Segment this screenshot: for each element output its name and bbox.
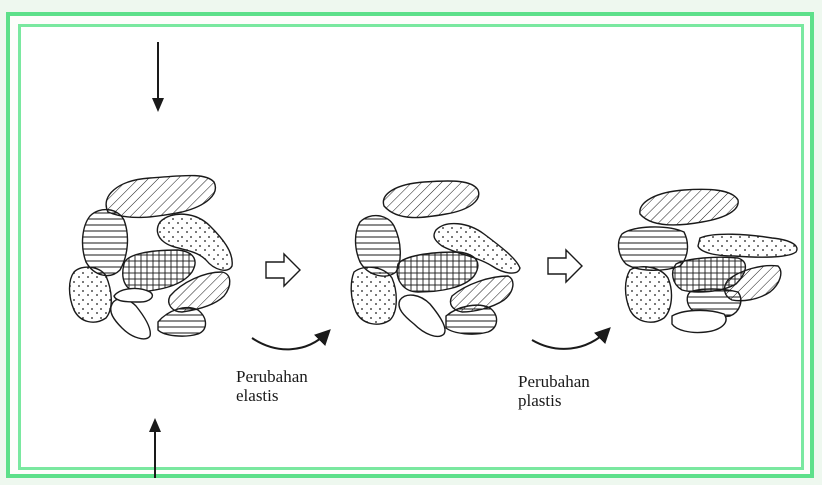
grain-cluster-initial	[70, 176, 233, 339]
label-elastic-change: Perubahan elastis	[236, 367, 308, 405]
compression-arrow-bottom	[149, 418, 161, 478]
stage-arrow-2	[548, 250, 582, 282]
grain-plain-bottom	[111, 299, 151, 339]
curved-arrow-elastic	[252, 332, 328, 349]
label-plastic-change: Perubahan plastis	[518, 372, 590, 410]
grain-cluster-plastic	[619, 189, 797, 332]
label-elastic-line2: elastis	[236, 386, 308, 405]
label-plastic-line2: plastis	[518, 391, 590, 410]
grain-plain-small	[114, 289, 152, 302]
grain-horizontal-bottom	[158, 308, 206, 336]
grain-cluster-elastic	[351, 181, 520, 336]
grain-dotted-left	[70, 267, 112, 322]
stage-arrow-1	[266, 254, 300, 286]
grain-diagonal-top	[106, 176, 215, 218]
compression-arrow-top	[152, 42, 164, 112]
label-plastic-line1: Perubahan	[518, 372, 590, 391]
label-elastic-line1: Perubahan	[236, 367, 308, 386]
grain-horizontal-left	[83, 210, 128, 276]
curved-arrow-plastic	[532, 330, 608, 349]
